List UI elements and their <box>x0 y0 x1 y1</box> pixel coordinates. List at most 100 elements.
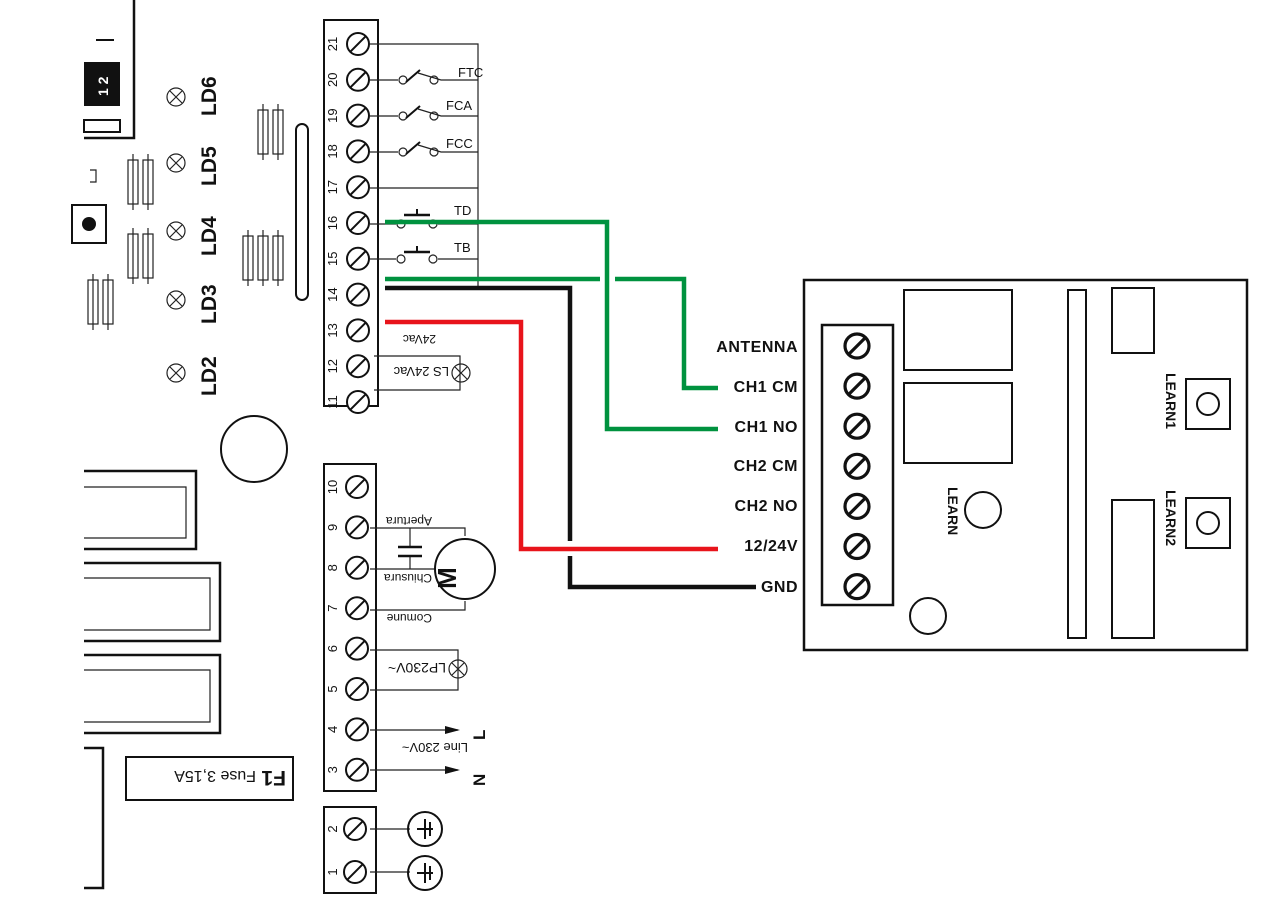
label-l: L <box>470 730 489 740</box>
led-ld2: LD2 <box>166 356 221 396</box>
learn-button <box>964 491 1002 529</box>
label-chiusura: Chiusura <box>384 571 432 585</box>
terminal-18: 18 <box>325 139 370 164</box>
screw-slot <box>349 35 367 53</box>
terminal-number: 19 <box>325 108 340 122</box>
terminal-5: 5 <box>325 677 369 701</box>
terminal-number: 12 <box>325 359 340 373</box>
terminal-17: 17 <box>325 175 370 200</box>
learn2-button <box>1185 497 1231 549</box>
led-label: LD2 <box>198 356 221 396</box>
screw-slot <box>348 680 366 698</box>
learn2-label: LEARN2 <box>1163 490 1179 546</box>
led-ld3: LD3 <box>166 284 221 324</box>
rx-label-gnd: GND <box>761 579 798 596</box>
led-label: LD5 <box>198 146 221 186</box>
led-label: LD4 <box>198 216 221 256</box>
label-comune: Comune <box>386 611 432 625</box>
screw-slot <box>349 142 367 161</box>
rx-terminal <box>843 572 871 601</box>
receiver-antenna-slot <box>1067 289 1087 639</box>
label-ftc: FTC <box>458 65 483 80</box>
terminal-11: 11 <box>325 390 370 414</box>
screw-slot <box>847 496 867 517</box>
receiver-frame <box>802 278 1249 652</box>
rx-terminal <box>843 532 871 561</box>
terminal-21: 21 <box>325 32 370 56</box>
lamp-lp-icon <box>448 659 468 679</box>
resistors <box>87 104 284 330</box>
terminal-block-ground-frame <box>323 806 377 894</box>
board-outline-bottom <box>84 746 105 890</box>
screw-slot <box>349 214 367 232</box>
terminal-12: 12 <box>325 354 370 379</box>
motor-label: M <box>432 567 462 589</box>
screw-slot <box>349 357 367 375</box>
led-group: LD6 LD5 LD4 LD3 LD2 <box>166 76 221 396</box>
screw-slot <box>348 639 366 658</box>
board-outline-top <box>84 0 136 140</box>
fuse-id: F1 <box>261 766 286 789</box>
terminal-8: 8 <box>325 555 369 580</box>
arrow-l-icon <box>445 726 460 734</box>
earth-icon <box>407 811 443 847</box>
limit-switch-contacts <box>398 69 439 157</box>
motor-icon <box>434 538 496 600</box>
lamp-lp-cross <box>451 662 465 676</box>
wire-green-14-ch1cm <box>385 276 718 391</box>
receiver-chip-bottom <box>1111 499 1155 639</box>
receiver-module: LEARN LEARN1 LEARN2 ANTENNA CH1 CM CH1 N… <box>716 278 1249 652</box>
learn2-button-knob <box>1196 511 1220 535</box>
connector-label: 1 2 <box>95 76 111 96</box>
label-n: N <box>470 774 489 786</box>
control-board: 1 2 LD6 LD <box>71 0 309 890</box>
wire-green-td-ch1no <box>385 219 718 432</box>
terminal-number: 11 <box>325 395 340 409</box>
terminal-15: 15 <box>325 246 370 271</box>
terminal-number: 10 <box>325 480 340 494</box>
screw-slot <box>348 761 366 779</box>
label-ls: LS 24Vac <box>393 364 449 379</box>
terminal-number: 8 <box>325 564 340 571</box>
terminal-number: 14 <box>325 287 340 301</box>
terminal-9: 9 <box>325 515 369 540</box>
terminal-2: 2 <box>325 817 367 841</box>
rx-terminal <box>843 412 871 440</box>
terminal-10: 10 <box>325 475 369 499</box>
rx-label-ch1cm: CH1 CM <box>734 379 798 396</box>
label-apertura: Apertura <box>386 514 432 528</box>
terminal-7: 7 <box>325 596 369 621</box>
screw-slot <box>348 599 366 617</box>
relays <box>84 469 222 735</box>
label-lp230: LP230V~ <box>388 660 446 676</box>
pushbutton-contacts <box>396 209 438 264</box>
rx-terminal <box>843 452 871 480</box>
terminal-1: 1 <box>325 860 367 884</box>
terminal-block-lower-frame <box>323 463 377 792</box>
screw-slot <box>349 321 367 340</box>
terminal-number: 20 <box>325 73 340 87</box>
terminal-3: 3 <box>325 757 369 782</box>
screw-slot <box>847 536 867 557</box>
receiver-led <box>909 597 947 635</box>
label-tb: TB <box>454 240 471 255</box>
rx-label-1224v: 12/24V <box>744 538 798 555</box>
fuse-holder-slot <box>295 123 309 301</box>
capacitor-round <box>220 415 288 483</box>
receiver-terminal-list <box>843 332 871 601</box>
lamp-ls-icon <box>451 363 471 383</box>
terminal-number: 17 <box>325 180 340 194</box>
terminal-number: 15 <box>325 252 340 266</box>
rx-terminal <box>843 332 871 360</box>
label-fcc: FCC <box>446 136 473 151</box>
rx-label-ch2cm: CH2 CM <box>734 458 798 475</box>
rx-terminal <box>843 492 871 520</box>
receiver-relay-1 <box>903 289 1013 371</box>
motor-wiring <box>370 527 466 771</box>
led-ld6: LD6 <box>166 76 221 116</box>
arrow-n-icon <box>445 766 460 774</box>
label-24vac: 24Vac <box>403 332 436 346</box>
screw-slot <box>847 376 867 396</box>
terminal-number: 21 <box>325 37 340 51</box>
